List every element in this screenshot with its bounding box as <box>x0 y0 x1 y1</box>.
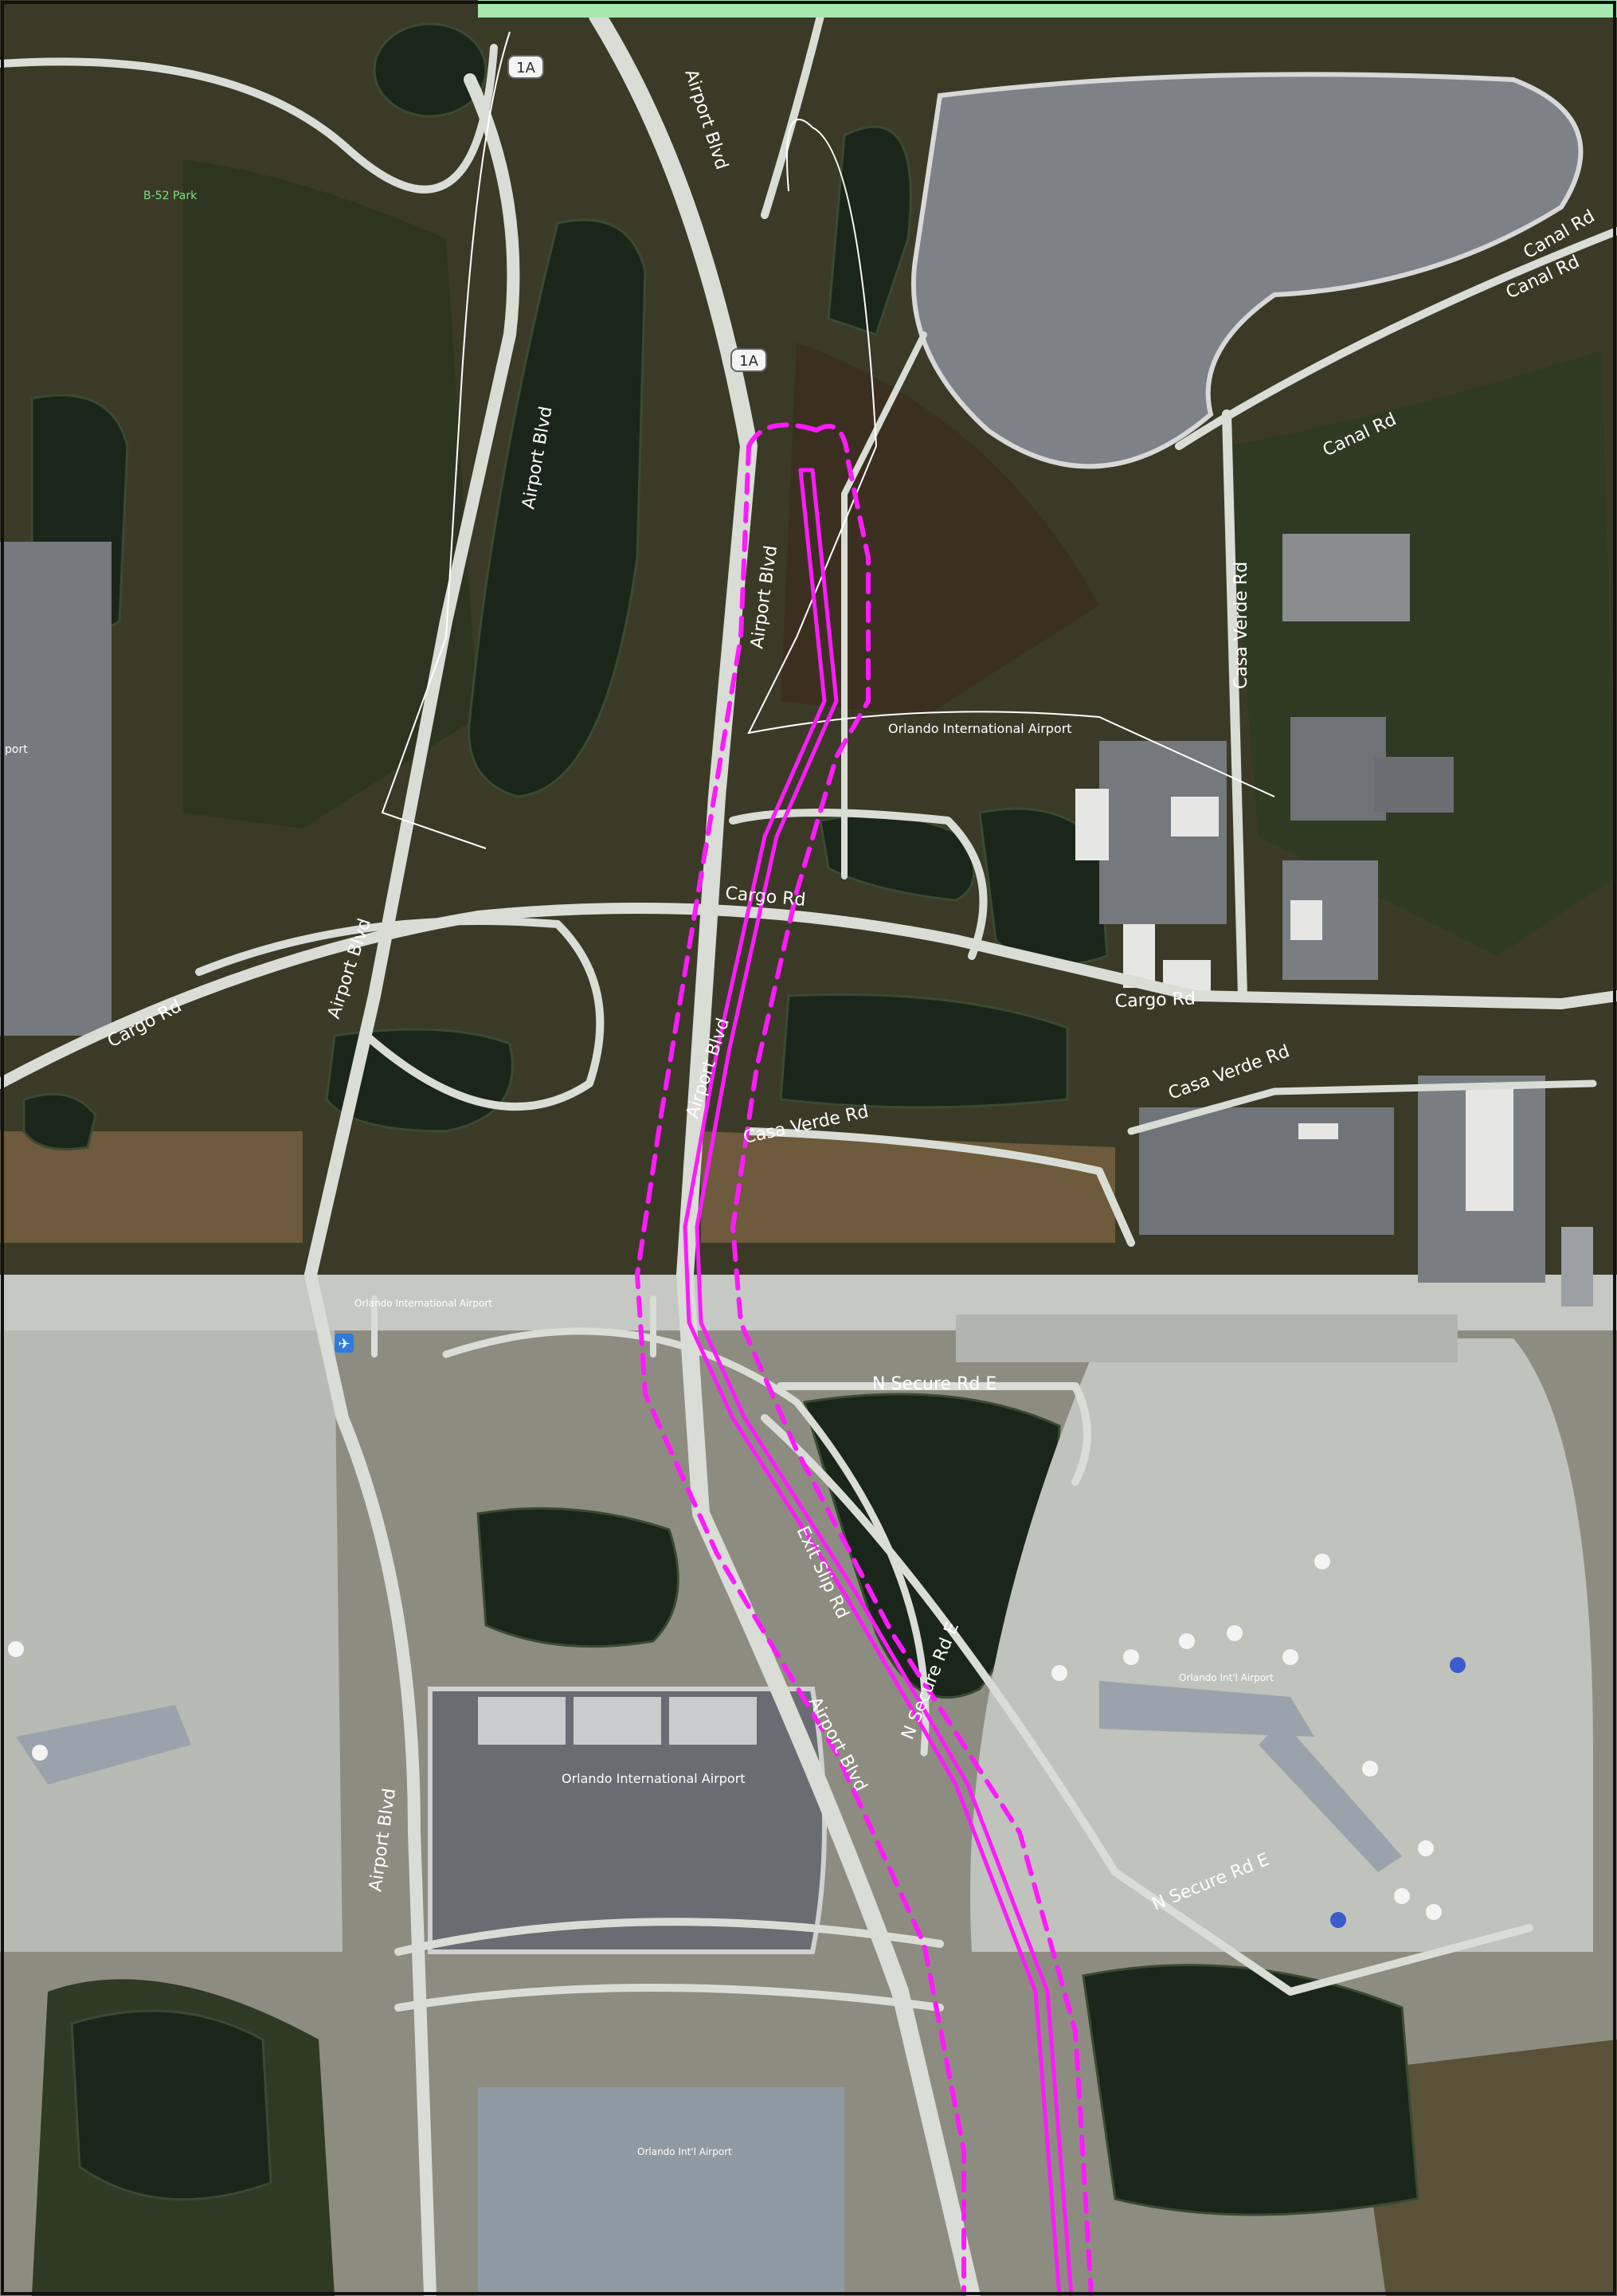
place-label: port <box>5 743 28 756</box>
buildings <box>16 757 1593 2296</box>
place-label: Orlando Int'l Airport <box>637 2146 732 2157</box>
svg-text:1A: 1A <box>739 353 758 370</box>
road-label: N Secure Rd E <box>872 1374 996 1394</box>
shield-1a-icon: 1A <box>507 55 544 79</box>
top-highway <box>478 0 1617 18</box>
road-label: Casa Verde Rd <box>1231 562 1251 689</box>
place-label: Orlando International Airport <box>562 1771 746 1786</box>
parking-lots <box>0 72 1584 1954</box>
water-bodies <box>22 22 1419 2216</box>
svg-text:1A: 1A <box>516 60 535 76</box>
place-labels: Orlando International Airport Orlando In… <box>5 190 1274 2157</box>
place-label: Orlando International Airport <box>354 1298 492 1309</box>
svg-text:✈: ✈ <box>338 1336 350 1353</box>
airport-icon[interactable]: ✈ <box>335 1334 354 1353</box>
route-shields: 1A 1A <box>507 55 767 372</box>
corridor-buffer-dashed <box>635 422 1094 2296</box>
place-label: Orlando Int'l Airport <box>1179 1672 1274 1683</box>
shield-1a-icon: 1A <box>730 348 767 372</box>
project-corridor <box>635 422 1094 2296</box>
aircraft-markers <box>8 1554 1466 1928</box>
place-label: Orlando International Airport <box>888 721 1072 736</box>
place-label: B-52 Park <box>143 190 198 202</box>
corridor-alignment <box>683 468 1074 2296</box>
airfield-pavement <box>0 1275 1617 1952</box>
airport-boundary-line <box>381 31 1275 849</box>
road-label: Cargo Rd <box>1114 989 1196 1012</box>
